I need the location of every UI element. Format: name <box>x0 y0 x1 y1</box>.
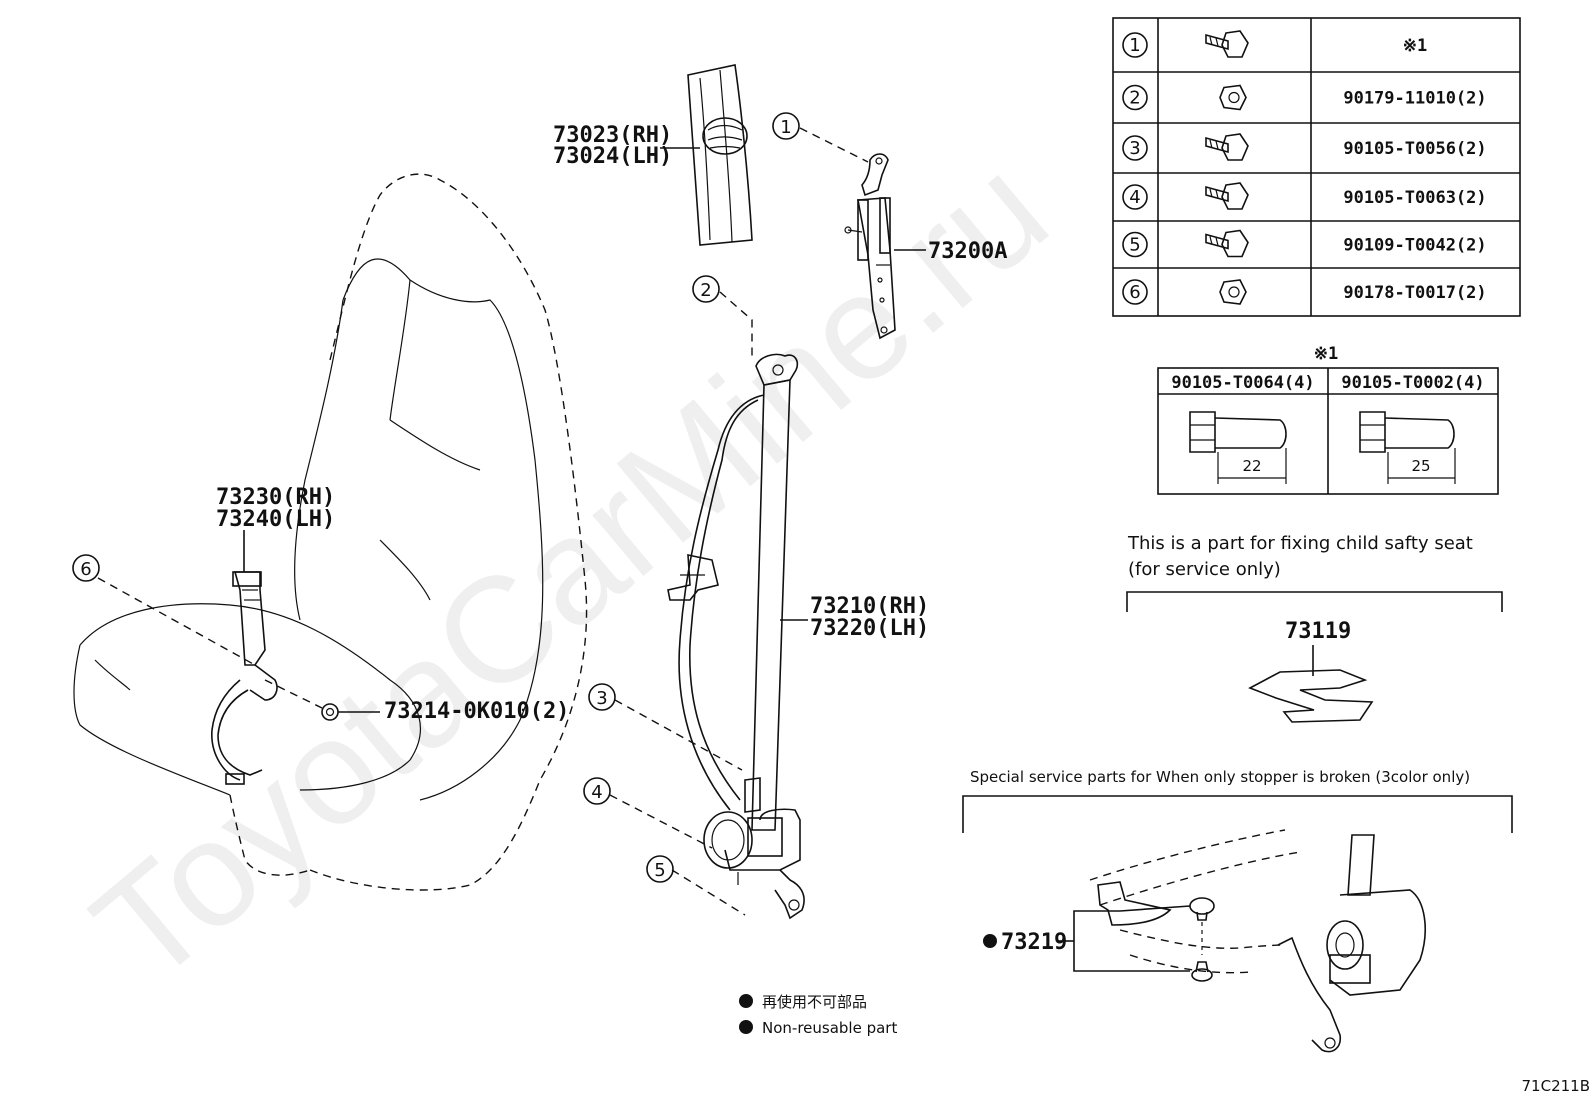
table-part-number: 90179-11010(2) <box>1343 89 1486 109</box>
table-num: 2 <box>1129 88 1140 109</box>
non-reusable-dot-73219 <box>983 934 997 948</box>
stopper-note: Special service parts for When only stop… <box>970 768 1470 786</box>
svg-text:6: 6 <box>80 559 91 580</box>
label-73214: 73214-0K010(2) <box>384 699 569 724</box>
label-73210: 73210(RH) <box>810 594 929 619</box>
seat-drawing <box>73 173 588 891</box>
bolt-icon <box>1205 182 1249 210</box>
label-73024: 73024(LH) <box>553 144 672 169</box>
callout-4: 4 <box>583 777 611 805</box>
pillar-garnish-drawing <box>660 64 753 246</box>
legend-jp: 再使用不可部品 <box>762 993 867 1011</box>
svg-text:3: 3 <box>596 688 607 709</box>
sub-table-mark: ※1 <box>1314 344 1338 364</box>
table-num: 5 <box>1129 235 1140 256</box>
child-seat-note-line2: (for service only) <box>1128 559 1281 580</box>
table-num-circle <box>1122 231 1148 258</box>
sub-table: ※1 90105-T0064(4) 90105-T0002(4) 22 25 <box>1157 344 1499 495</box>
legend-dot-en <box>739 1020 753 1034</box>
adjuster-drawing <box>799 127 926 340</box>
label-73219: 73219 <box>1001 930 1067 955</box>
table-num: 1 <box>1129 35 1140 56</box>
sub-table-length-1: 25 <box>1411 457 1430 475</box>
bolt-icon <box>1205 133 1249 161</box>
svg-text:2: 2 <box>700 280 711 301</box>
label-73240: 73240(LH) <box>216 507 335 532</box>
legend: 再使用不可部品 Non-reusable part <box>739 993 897 1037</box>
bolt-icon <box>1205 229 1249 258</box>
sub-table-part-1: 90105-T0002(4) <box>1341 373 1484 393</box>
legend-en: Non-reusable part <box>762 1019 897 1037</box>
seat-belt-drawing <box>609 291 808 920</box>
table-num: 3 <box>1129 138 1140 159</box>
child-seat-note-line1: This is a part for fixing child safty se… <box>1127 533 1473 554</box>
callout-1: 1 <box>772 112 800 140</box>
sub-table-length-0: 22 <box>1242 457 1261 475</box>
child-seat-section: This is a part for fixing child safty se… <box>1126 533 1503 723</box>
svg-text:5: 5 <box>654 860 665 881</box>
table-part-number: 90178-T0017(2) <box>1343 283 1486 303</box>
stopper-section: Special service parts for When only stop… <box>962 768 1513 1053</box>
watermark: ToyotaCarMine.ru <box>63 125 1078 1015</box>
table-num-circle <box>1122 32 1148 58</box>
table-num-circle <box>1122 135 1148 161</box>
sub-table-part-0: 90105-T0064(4) <box>1171 373 1314 393</box>
nut-icon <box>1219 84 1247 111</box>
nut-icon <box>1219 279 1247 305</box>
callout-6: 6 <box>72 554 100 582</box>
label-73230: 73230(RH) <box>216 485 335 510</box>
table-num: 4 <box>1129 187 1140 208</box>
table-part-number: ※1 <box>1403 36 1427 56</box>
callout-5: 5 <box>646 855 674 883</box>
callout-2: 2 <box>692 275 720 303</box>
table-part-number: 90105-T0063(2) <box>1343 188 1486 208</box>
callout-3: 3 <box>588 683 616 711</box>
diagram-code: 71C211B <box>1522 1077 1590 1095</box>
table-num-circle <box>1122 279 1148 305</box>
legend-dot-jp <box>739 994 753 1008</box>
table-num: 6 <box>1129 282 1140 303</box>
table-part-number: 90109-T0042(2) <box>1343 236 1486 256</box>
bolt-icon <box>1205 30 1249 58</box>
table-num-circle <box>1122 184 1148 210</box>
svg-text:1: 1 <box>780 117 791 138</box>
label-73200a: 73200A <box>928 239 1007 264</box>
svg-text:4: 4 <box>591 782 602 803</box>
label-73119: 73119 <box>1285 619 1351 644</box>
table-num-circle <box>1122 84 1148 111</box>
label-73023: 73023(RH) <box>553 123 672 148</box>
label-73220: 73220(LH) <box>810 616 929 641</box>
table-part-number: 90105-T0056(2) <box>1343 139 1486 159</box>
fastener-table <box>1112 17 1521 317</box>
